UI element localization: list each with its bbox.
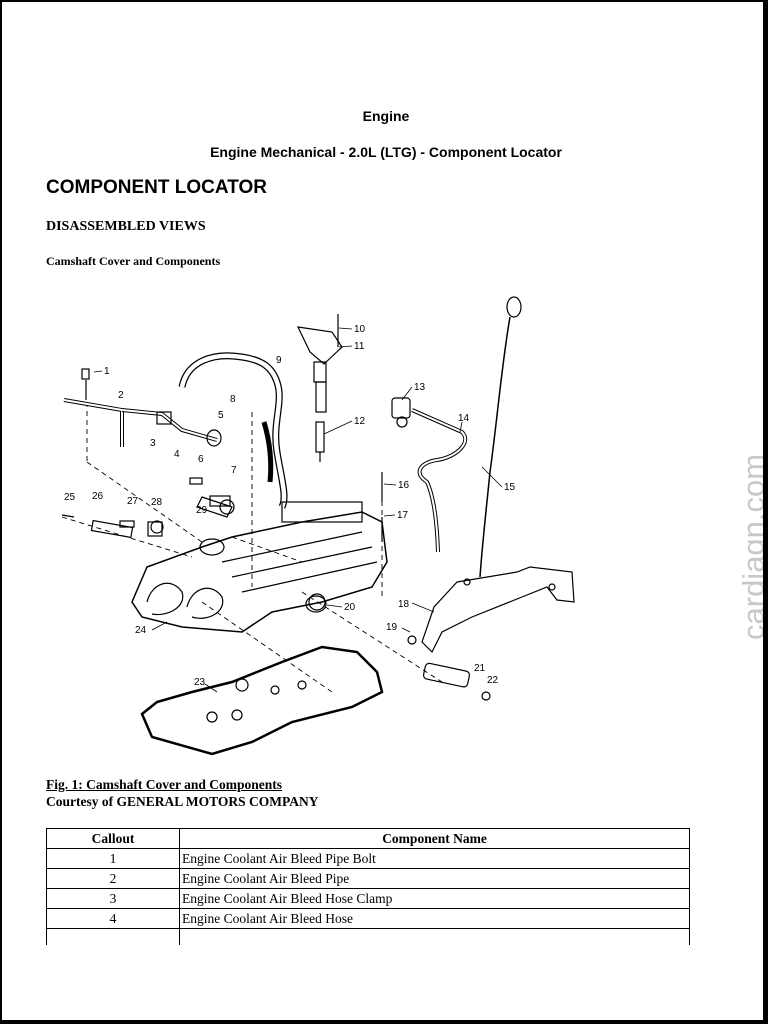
callout-14: 14 [458, 413, 470, 424]
leader-lines [93, 327, 503, 693]
component-table: Callout Component Name 1 Engine Coolant … [46, 828, 690, 945]
callout-3: 3 [150, 438, 156, 449]
page-title: COMPONENT LOCATOR [46, 177, 267, 198]
callout-24: 24 [135, 625, 147, 636]
camshaft-cover [90, 496, 388, 633]
document-subtitle: Engine Mechanical - 2.0L (LTG) - Compone… [210, 144, 562, 160]
callout-27: 27 [127, 496, 139, 507]
table-row: 1 Engine Coolant Air Bleed Pipe Bolt [46, 848, 690, 869]
callout-21: 21 [474, 663, 486, 674]
callout-19: 19 [386, 622, 398, 633]
callout-11: 11 [354, 341, 365, 352]
callout-25: 25 [64, 492, 76, 503]
camshaft-actuator [391, 397, 468, 553]
exploded-diagram: 1 2 3 4 5 6 7 8 9 10 11 12 13 14 15 16 1… [61, 296, 575, 756]
air-bleed-pipe [63, 368, 222, 447]
column-header-callout: Callout [46, 828, 180, 849]
callout-8: 8 [230, 394, 236, 405]
callout-cell: 4 [46, 908, 180, 929]
callout-4: 4 [174, 449, 180, 460]
callout-cell: 2 [46, 868, 180, 889]
callout-23: 23 [194, 677, 206, 688]
watermark: cardiagn.com [740, 454, 763, 640]
callout-10: 10 [354, 324, 366, 335]
cover-gasket [140, 645, 384, 756]
callout-6: 6 [198, 454, 204, 465]
column-header-component: Component Name [179, 828, 690, 849]
table-row: 3 Engine Coolant Air Bleed Hose Clamp [46, 888, 690, 909]
small-fasteners [61, 472, 417, 645]
watermark-text: cardiagn.com [740, 454, 763, 640]
pcv-hose [178, 352, 288, 509]
callout-18: 18 [398, 599, 410, 610]
callout-12: 12 [354, 416, 366, 427]
callout-13: 13 [414, 382, 426, 393]
subsection-heading: DISASSEMBLED VIEWS [46, 219, 206, 234]
callout-22: 22 [487, 675, 499, 686]
ignition-coil [296, 314, 343, 462]
callout-9: 9 [276, 355, 282, 366]
callout-29: 29 [196, 505, 208, 516]
component-cell: Engine Coolant Air Bleed Hose Clamp [179, 888, 690, 909]
component-cell: Engine Coolant Air Bleed Pipe [179, 868, 690, 889]
callout-cell: 3 [46, 888, 180, 909]
callout-7: 7 [231, 465, 237, 476]
callout-cell: 1 [46, 848, 180, 869]
figure-caption: Fig. 1: Camshaft Cover and Components Co… [46, 776, 319, 810]
callout-28: 28 [151, 497, 163, 508]
callout-26: 26 [92, 491, 104, 502]
callout-15: 15 [504, 482, 516, 493]
dipstick [479, 296, 522, 578]
table-header-row: Callout Component Name [46, 828, 690, 849]
table-row: 2 Engine Coolant Air Bleed Pipe [46, 868, 690, 889]
table-row: 4 Engine Coolant Air Bleed Hose [46, 908, 690, 929]
callout-5: 5 [218, 410, 224, 421]
callout-16: 16 [398, 480, 410, 491]
figure-heading: Camshaft Cover and Components [46, 254, 221, 268]
callout-labels: 1 2 3 4 5 6 7 8 9 10 11 12 13 14 15 16 1… [64, 324, 516, 688]
bracket [421, 566, 575, 654]
actuator-solenoid [422, 662, 491, 701]
figure-label: Fig. 1: Camshaft Cover and Components [46, 777, 283, 792]
figure-courtesy: Courtesy of GENERAL MOTORS COMPANY [46, 794, 319, 809]
callout-17: 17 [397, 510, 409, 521]
component-cell: Engine Coolant Air Bleed Hose [179, 908, 690, 929]
component-cell: Engine Coolant Air Bleed Pipe Bolt [179, 848, 690, 869]
section-title: Engine [362, 108, 410, 124]
callout-20: 20 [344, 602, 356, 613]
table-row-continued [46, 928, 690, 945]
callout-2: 2 [118, 390, 124, 401]
callout-1: 1 [104, 366, 110, 377]
